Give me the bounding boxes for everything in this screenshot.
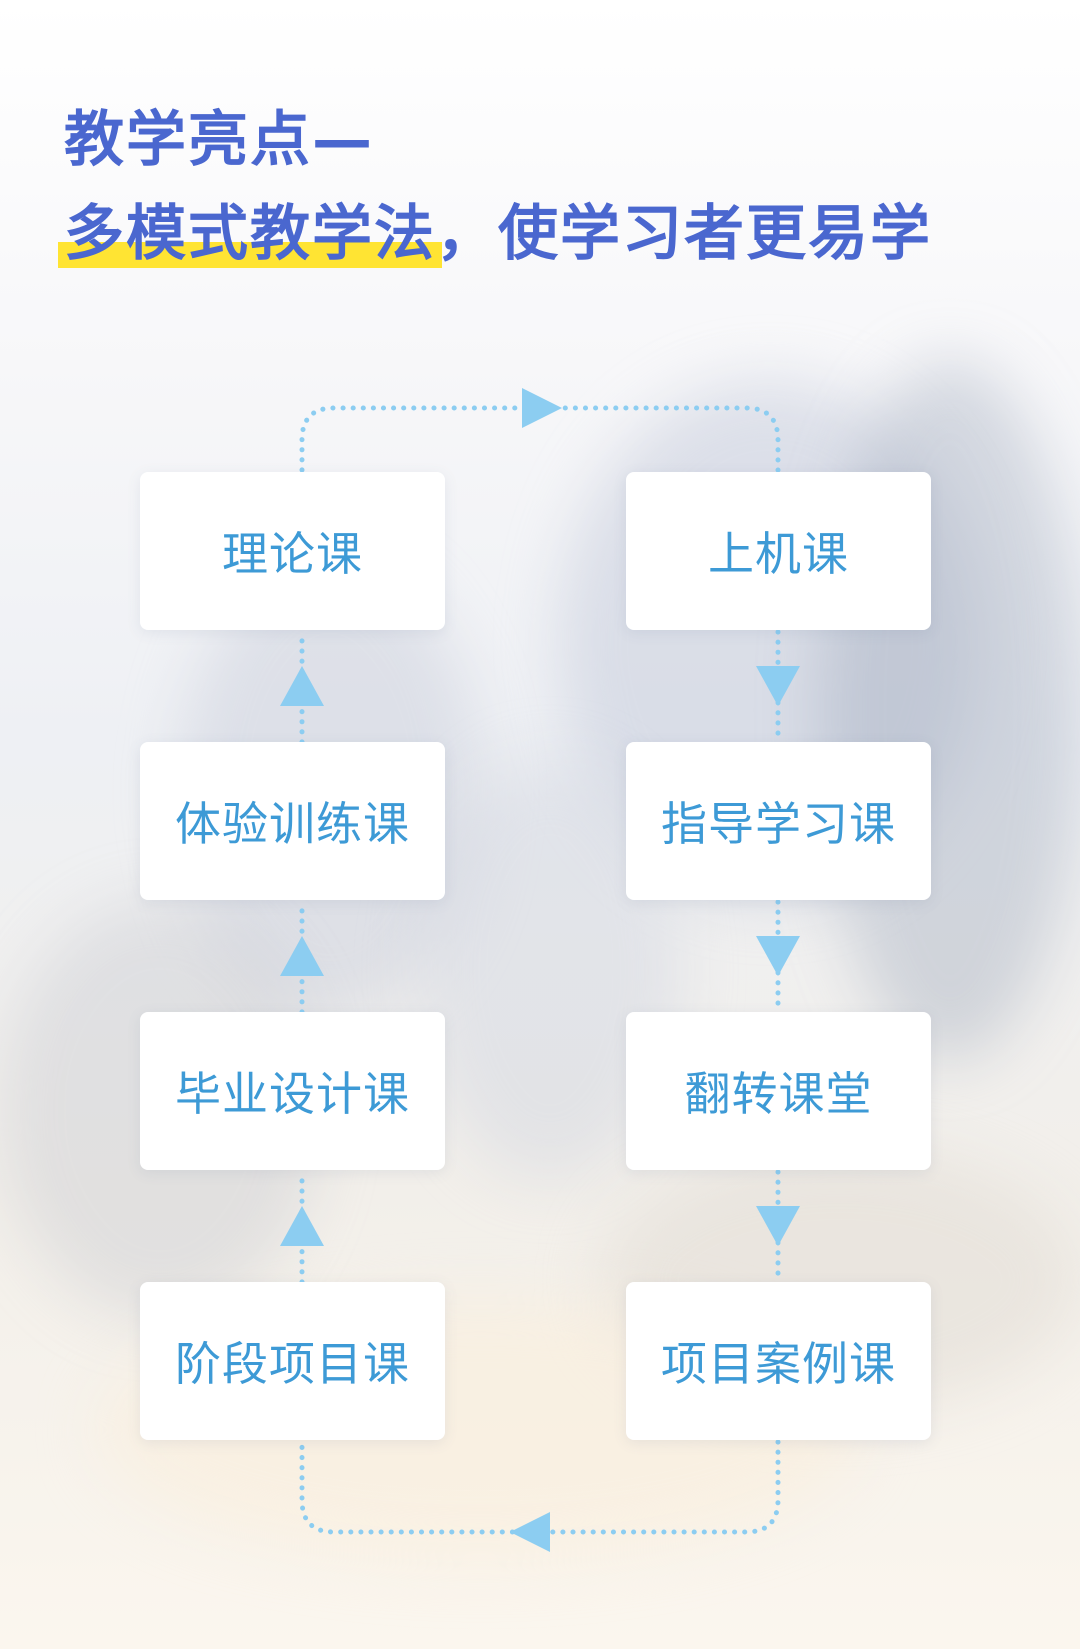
card-label: 理论课 <box>222 527 363 581</box>
arrow-up-icon <box>280 1206 324 1246</box>
card-flipped-classroom: 翻转课堂 <box>626 1012 931 1170</box>
card-label: 项目案例课 <box>661 1337 896 1391</box>
arrow-down-icon <box>756 666 800 706</box>
card-label: 上机课 <box>708 527 849 581</box>
card-label: 体验训练课 <box>175 797 410 851</box>
title-line-2: 多模式教学法，使学习者更易学 <box>58 194 1040 274</box>
card-lab-course: 上机课 <box>626 472 931 630</box>
card-theory-course: 理论课 <box>140 472 445 630</box>
card-stage-project-course: 阶段项目课 <box>140 1282 445 1440</box>
arrow-down-icon <box>756 1206 800 1246</box>
arrow-up-icon <box>280 666 324 706</box>
title-rest: ，使学习者更易学 <box>436 199 932 269</box>
header: 教学亮点— 多模式教学法，使学习者更易学 <box>58 100 1040 274</box>
title-highlight: 多模式教学法 <box>58 194 442 274</box>
card-label: 阶段项目课 <box>175 1337 410 1391</box>
connector-top-loop <box>299 405 781 473</box>
card-guided-study-course: 指导学习课 <box>626 742 931 900</box>
card-graduation-design-course: 毕业设计课 <box>140 1012 445 1170</box>
arrow-left-icon <box>510 1512 550 1552</box>
arrow-right-icon <box>522 388 562 428</box>
arrow-up-icon <box>280 936 324 976</box>
card-label: 指导学习课 <box>661 797 896 851</box>
card-label: 翻转课堂 <box>684 1067 873 1121</box>
card-label: 毕业设计课 <box>175 1067 410 1121</box>
card-experience-training-course: 体验训练课 <box>140 742 445 900</box>
card-project-case-course: 项目案例课 <box>626 1282 931 1440</box>
title-line-1: 教学亮点— <box>64 105 374 175</box>
arrow-down-icon <box>756 936 800 976</box>
